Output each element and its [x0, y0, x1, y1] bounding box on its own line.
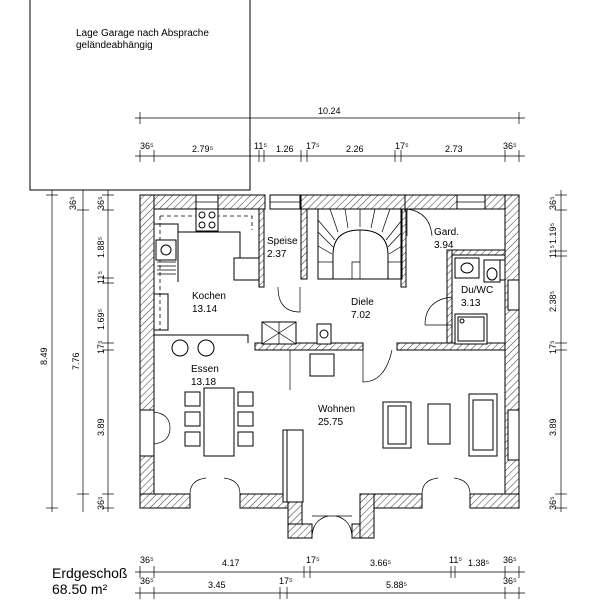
dim-right-0: 36⁵ [548, 196, 558, 210]
dim-bottom1-5: 1.38⁵ [468, 558, 490, 568]
garage-note-box: Lage Garage nach Absprache geländeabhäng… [29, 0, 251, 191]
room-duwc-name: Du/WC [461, 285, 493, 296]
dim-bottom2-0: 36⁵ [140, 576, 154, 586]
bathroom-fixtures [454, 257, 506, 345]
dim-left-6: 3.89 [96, 418, 106, 436]
right-dimensions: 36⁵ 1.19⁵ 11⁵ 2.38⁵ 17⁵ 3.89 36⁵ [548, 190, 567, 512]
dim-left-4: 1.69⁵ [96, 308, 106, 330]
living-furniture [282, 393, 498, 503]
dim-bottom1-6: 36⁵ [503, 555, 517, 565]
dim-bottom2-4: 36⁵ [503, 576, 517, 586]
room-essen-area: 13.18 [191, 377, 216, 388]
dim-bottom1-3: 3.66⁵ [370, 558, 392, 568]
dim-bottom1-1: 4.17 [222, 558, 240, 568]
room-gard-area: 3.94 [434, 240, 454, 251]
dim-right-5: 3.89 [548, 418, 558, 436]
kitchen-fixtures [154, 208, 335, 390]
staircase [317, 208, 403, 280]
dim-bottom1-4: 11⁵ [449, 555, 462, 565]
dim-top-5: 2.26 [346, 144, 364, 154]
top-dimensions: 10.24 36⁵ 2.79⁵ 11⁵ 1.26 17⁵ 2.26 17⁵ 2.… [135, 106, 525, 162]
outer-walls [139, 194, 520, 539]
dim-bottom2-2: 17⁵ [279, 576, 293, 586]
dim-left-7: 36⁵ [96, 496, 106, 510]
dining-furniture [184, 387, 254, 457]
dim-top-2: 11⁵ [254, 141, 267, 151]
dim-left-1: 36⁵ [96, 196, 106, 210]
room-speise-area: 2.37 [267, 249, 287, 260]
dim-bottom2-1: 3.45 [208, 580, 226, 590]
dim-top-8: 36⁵ [503, 141, 517, 151]
dim-left-mid: 7.76 [71, 352, 81, 370]
note-line-2: geländeabhängig [76, 40, 153, 51]
dim-right-3: 2.38⁵ [548, 290, 558, 312]
dim-left-3: 11⁵ [96, 271, 106, 284]
dim-right-1: 1.19⁵ [548, 222, 558, 244]
room-wohnen-name: Wohnen [318, 404, 355, 415]
room-diele-area: 7.02 [351, 310, 371, 321]
dim-bottom1-0: 36⁵ [140, 555, 154, 565]
room-essen-name: Essen [191, 364, 219, 375]
left-dimensions: 8.49 7.76 36⁵ 36⁵ 1.88⁵ 11⁵ 1.69⁵ 17⁵ 3.… [39, 190, 114, 512]
dim-right-6: 36⁵ [548, 496, 558, 510]
room-speise-name: Speise [267, 236, 298, 247]
room-labels: Speise 2.37 Gard. 3.94 Du/WC 3.13 Kochen… [191, 227, 493, 428]
dim-top-1: 2.79⁵ [192, 144, 214, 154]
dim-bottom1-2: 17⁵ [306, 555, 320, 565]
dim-right-4: 17⁵ [548, 340, 558, 354]
floor-title: Erdgeschoß 68.50 m² [52, 565, 127, 597]
side-windows [139, 279, 520, 461]
dim-right-2: 11⁵ [548, 245, 558, 258]
dim-top-4: 17⁵ [306, 141, 320, 151]
room-kochen-area: 13.14 [192, 304, 217, 315]
dim-left-total: 8.49 [39, 347, 49, 365]
doors [153, 208, 471, 539]
floor-name: Erdgeschoß [52, 565, 127, 581]
room-kochen-name: Kochen [192, 291, 226, 302]
dim-left-0: 36⁵ [68, 196, 78, 210]
room-wohnen-area: 25.75 [318, 417, 343, 428]
dim-top-6: 17⁵ [395, 141, 409, 151]
dim-top-7: 2.73 [445, 144, 463, 154]
room-diele-name: Diele [351, 297, 374, 308]
bottom-dimensions: 36⁵ 4.17 17⁵ 3.66⁵ 11⁵ 1.38⁵ 36⁵ 36⁵ 3.4… [135, 555, 525, 599]
room-duwc-area: 3.13 [461, 298, 481, 309]
dim-left-2: 1.88⁵ [96, 236, 106, 258]
dim-top-3: 1.26 [276, 144, 294, 154]
dim-top-total: 10.24 [318, 106, 341, 116]
dim-left-5: 17⁵ [96, 340, 106, 354]
floor-area: 68.50 m² [52, 581, 108, 597]
dim-top-0: 36⁵ [140, 141, 154, 151]
dim-bottom2-3: 5.88⁵ [386, 580, 408, 590]
note-line-1: Lage Garage nach Absprache [76, 28, 209, 39]
room-gard-name: Gard. [434, 227, 459, 238]
top-windows [195, 194, 486, 210]
